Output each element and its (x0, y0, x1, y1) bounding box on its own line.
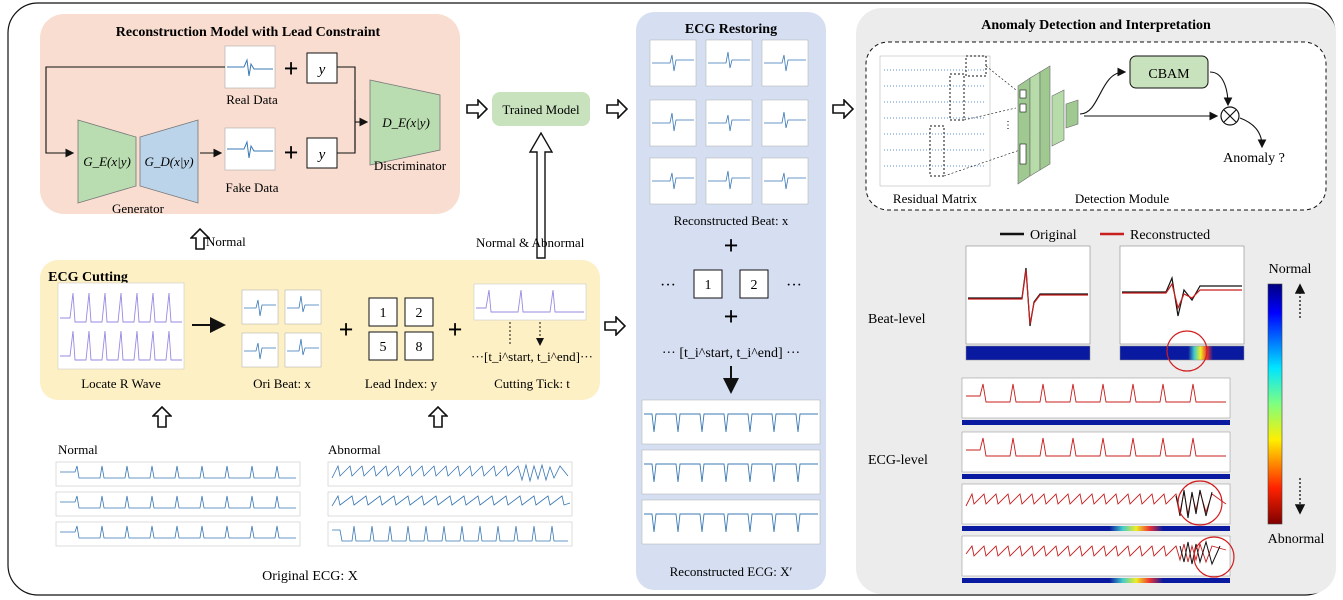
lead-number: 8 (416, 340, 423, 355)
ecg-level-label: ECG-level (868, 453, 928, 468)
lead-number: 1 (380, 306, 387, 321)
normal-abnormal-flow-label: Normal & Abnormal (476, 235, 585, 250)
plus-icon: + (284, 54, 299, 83)
lead-index-boxes (368, 297, 434, 361)
flow-arrow-up-long (528, 131, 554, 259)
abnormal-ecg-label: Abnormal (328, 442, 381, 457)
reconstructed-ecg-label: Reconstructed ECG: X′ (670, 564, 793, 579)
ecg-restoring-title: ECG Restoring (685, 22, 777, 37)
scale-abnormal-label: Abnormal (1268, 532, 1325, 547)
plus-icon: + (724, 302, 739, 331)
ellipsis: ··· (660, 277, 676, 294)
r-wave-plot (57, 282, 185, 370)
lead-y-label: y (317, 147, 326, 163)
flow-arrow-right (606, 99, 628, 119)
residual-matrix-label: Residual Matrix (893, 191, 978, 206)
discriminator-caption: Discriminator (374, 158, 447, 173)
scale-normal-label: Normal (1269, 262, 1312, 277)
lead-box (739, 269, 769, 299)
ellipsis: ··· (786, 277, 802, 294)
flow-arrow-right (832, 99, 854, 119)
normal-ecg-traces (55, 461, 301, 547)
encoder-label: G_E(x|y) (83, 154, 131, 169)
cutting-tick-label: Cutting Tick: t (494, 376, 570, 391)
lead-number: 2 (416, 306, 423, 321)
decoder-label: G_D(x|y) (144, 154, 193, 169)
encoder-block (77, 119, 137, 204)
cbam-connectors (1079, 67, 1267, 149)
legend-reconstructed-label: Reconstructed (1130, 228, 1210, 243)
ecg-cutting-title: ECG Cutting (48, 270, 128, 285)
lead-number: 5 (380, 340, 387, 355)
reconstructed-ecg-traces (641, 399, 821, 545)
plus-icon: + (339, 315, 354, 344)
lead-number: 1 (705, 278, 712, 293)
real-data-plot (224, 45, 276, 89)
discriminator-block (369, 79, 441, 166)
plus-icon: + (448, 315, 463, 344)
real-data-label: Real Data (226, 92, 278, 107)
reconstructed-beat-label: Reconstructed Beat: x (674, 213, 789, 228)
cbam-block (1129, 55, 1209, 89)
legend-original-label: Original (1030, 228, 1077, 243)
trained-model-box (492, 92, 590, 126)
conv-layers: ⋮ (943, 65, 1079, 185)
normal-flow-label: Normal (206, 234, 246, 249)
generator-label: Generator (112, 201, 165, 216)
flow-arrow-up (152, 406, 172, 428)
multiply-icon-cross (1223, 109, 1237, 123)
residual-matrix (879, 55, 991, 187)
anomaly-title: Anomaly Detection and Interpretation (981, 18, 1211, 33)
lead-y-box-real (306, 52, 338, 84)
fake-data-plot (224, 127, 276, 171)
lead-box (693, 269, 723, 299)
lead-number: 2 (751, 278, 758, 293)
decoder-block (139, 119, 199, 204)
reconstruction-title: Reconstruction Model with Lead Constrain… (116, 25, 381, 40)
lead-y-label: y (317, 62, 326, 78)
recon-connectors (45, 66, 369, 158)
anomaly-color-scale (1267, 283, 1283, 525)
restoring-tick-expression: ··· [t_i^start, t_i^end] ··· (662, 346, 800, 361)
cbam-label: CBAM (1148, 67, 1190, 82)
flow-arrow-right (466, 99, 488, 119)
anomaly-question: Anomaly ? (1223, 151, 1285, 166)
discriminator-label: D_E(x|y) (381, 115, 430, 130)
normal-ecg-label: Normal (58, 442, 98, 457)
lead-index-label: Lead Index: y (365, 376, 438, 391)
flow-arrow-right (604, 316, 626, 336)
flow-arrow-up (428, 406, 448, 428)
svg-text:⋮: ⋮ (1003, 120, 1013, 131)
trained-model-label: Trained Model (502, 102, 580, 117)
ecg-level-plots (961, 377, 1235, 583)
plus-icon: + (284, 138, 299, 167)
cutting-tick-expression: ···[t_i^start, t_i^end]··· (471, 349, 593, 364)
beat-level-normal-plot (965, 245, 1091, 361)
ori-beat-plots (241, 289, 322, 368)
locate-r-wave-label: Locate R Wave (81, 376, 161, 391)
ori-beat-label: Ori Beat: x (253, 376, 311, 391)
abnormal-ecg-traces (327, 461, 573, 547)
beat-level-abnormal-plot (1119, 245, 1245, 372)
detection-module-label: Detection Module (1075, 191, 1169, 206)
fake-data-label: Fake Data (225, 180, 278, 195)
reconstructed-beat-grid (649, 39, 809, 205)
cutting-tick-plot (473, 283, 587, 344)
ecg-restoring-panel (636, 12, 826, 590)
original-ecg-caption: Original ECG: X (262, 569, 358, 584)
plus-icon: + (724, 231, 739, 260)
beat-level-label: Beat-level (868, 312, 926, 327)
